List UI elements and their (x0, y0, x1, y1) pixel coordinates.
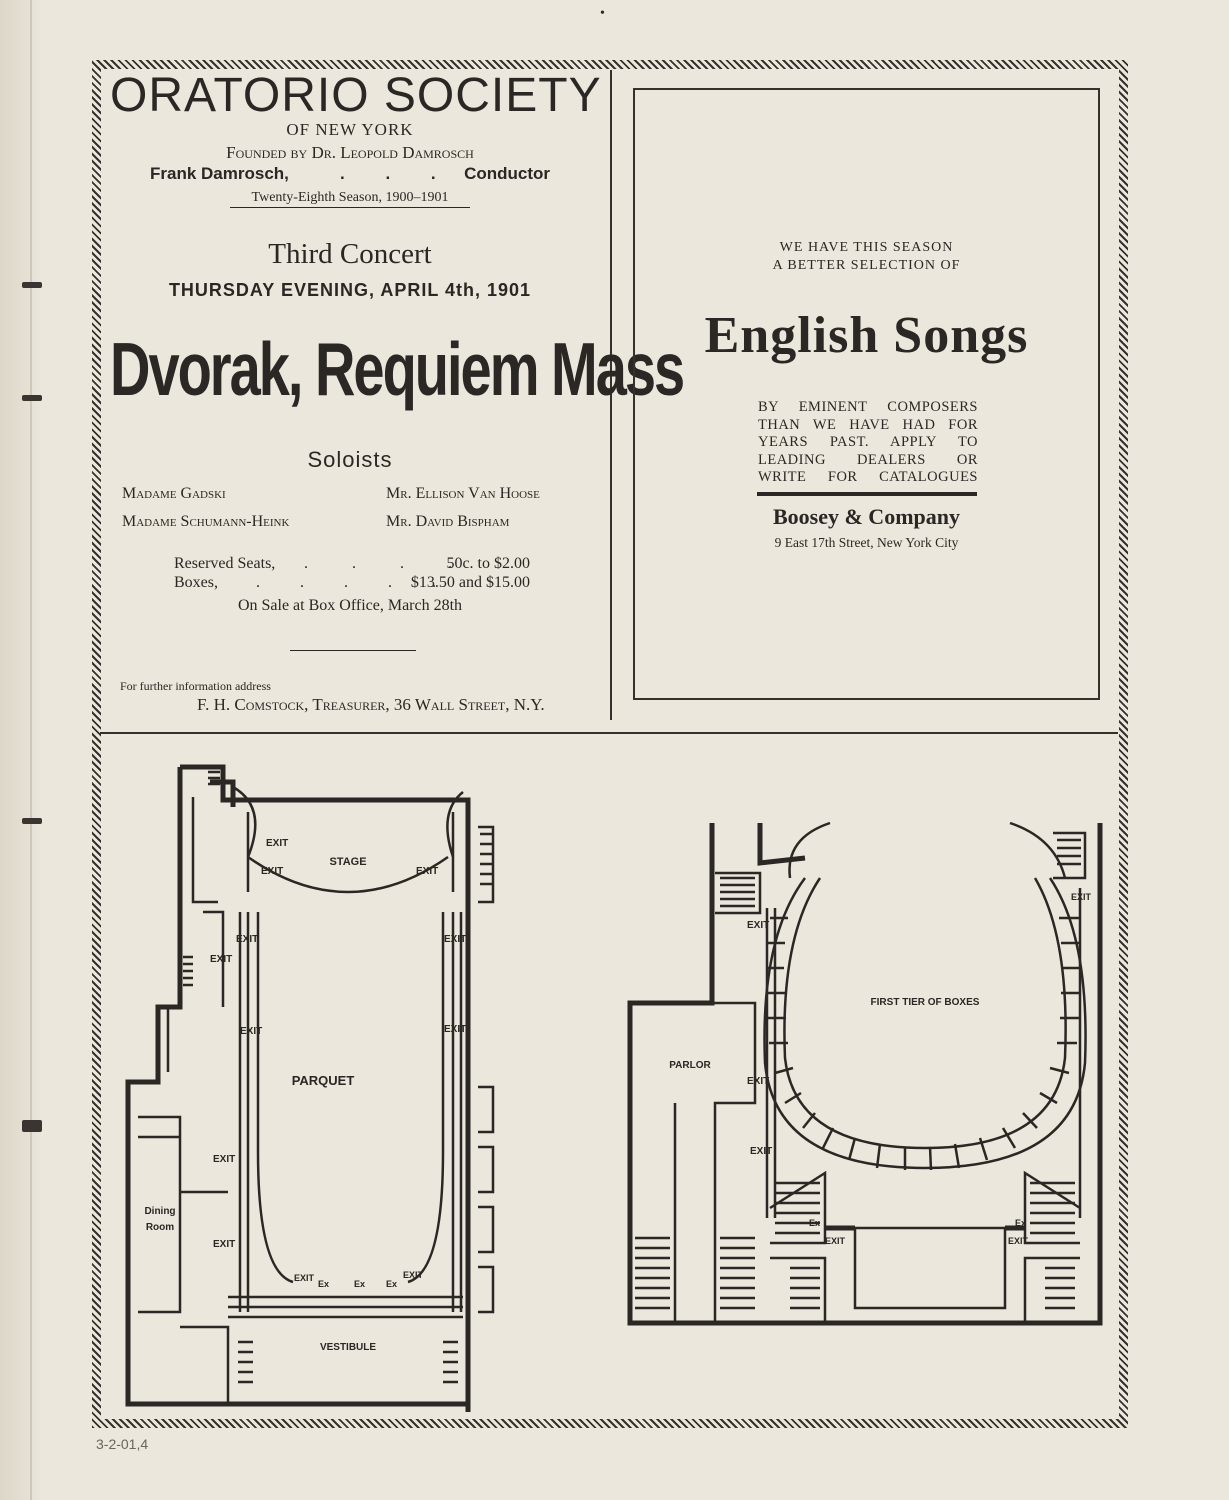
society-title: ORATORIO SOCIETY (110, 69, 602, 122)
exit-label: EXIT (444, 1024, 466, 1035)
seats-price: 50c. to $2.00 (446, 555, 530, 572)
seats-line: Reserved Seats, . . . . 50c. to $2.00 (174, 555, 530, 573)
concert-title: Third Concert (268, 238, 432, 270)
boxes-dots: . . . . . (256, 574, 454, 591)
binding-edge (0, 0, 42, 1500)
parquet-floor-plan: STAGE PARQUET VESTIBULE Dining Room EXIT… (125, 764, 495, 1412)
horizontal-divider (100, 732, 1118, 734)
ad-body-line: WRITE FOR CATALOGUES (758, 469, 978, 485)
exit-label: EXIT (236, 934, 258, 945)
exit-label: EXIT (1008, 1236, 1029, 1246)
conductor-name: Frank Damrosch, (150, 164, 289, 183)
soloists-heading: Soloists (307, 447, 393, 472)
exit-label: EXIT (213, 1239, 235, 1250)
ex-label: Ex (1015, 1218, 1026, 1228)
conductor-line: Frank Damrosch, . . . Conductor (150, 164, 550, 184)
parquet-label: PARQUET (292, 1073, 355, 1088)
conductor-role: Conductor (464, 164, 550, 183)
exit-label: EXIT (240, 1026, 262, 1037)
concert-date: THURSDAY EVENING, APRIL 4th, 1901 (168, 280, 532, 300)
ad-rule (757, 492, 977, 496)
binding-stitch (22, 395, 42, 401)
conductor-dots: . . . (340, 164, 454, 183)
boxes-line: Boxes, . . . . . $13.50 and $15.00 (174, 574, 530, 592)
seats-dots: . . . . (304, 555, 472, 572)
ex-label: Ex (318, 1279, 329, 1289)
ad-address: 9 East 17th Street, New York City (774, 535, 959, 550)
exit-label: EXIT (261, 866, 283, 877)
exit-label: EXIT (444, 934, 466, 945)
page-marker: • (600, 6, 605, 21)
boxes-label: Boxes, (174, 574, 218, 591)
ad-line-1: WE HAVE THIS SEASON (779, 240, 954, 255)
season-line: Twenty-Eighth Season, 1900–1901 (230, 190, 470, 208)
pencil-annotation: 3-2-01,4 (96, 1436, 149, 1452)
binding-fold (30, 0, 32, 1500)
sale-line: On Sale at Box Office, March 28th (237, 597, 463, 614)
binding-stitch (22, 282, 42, 288)
short-rule (290, 650, 416, 651)
soloist-gadski: Madame Gadski (122, 485, 226, 502)
first-tier-floor-plan: FIRST TIER OF BOXES PARLOR EXIT EXIT EXI… (627, 821, 1103, 1326)
soloist-bispham: Mr. David Bispham (386, 513, 510, 530)
dining-label-2: Room (146, 1222, 174, 1233)
soloist-schumann-heink: Madame Schumann-Heink (122, 513, 290, 530)
ex-label: Ex (809, 1218, 820, 1228)
ad-body-line: LEADING DEALERS OR (758, 451, 978, 468)
parlor-label: PARLOR (669, 1060, 711, 1071)
binding-stitch (22, 1120, 42, 1132)
ad-line-2: A BETTER SELECTION OF (772, 258, 961, 273)
exit-label: EXIT (266, 838, 288, 849)
ad-headline: English Songs (704, 307, 1029, 364)
info-address: F. H. Comstock, Treasurer, 36 Wall Stree… (197, 695, 545, 714)
founder-line: Founded by Dr. Leopold Damrosch (226, 143, 474, 162)
advertisement-box (633, 88, 1100, 700)
exit-label: EXIT (213, 1154, 235, 1165)
exit-label: EXIT (210, 954, 232, 965)
ex-label: Ex (386, 1279, 397, 1289)
binding-stitch (22, 818, 42, 824)
society-subtitle: OF NEW YORK (286, 120, 414, 139)
exit-label: EXIT (294, 1273, 315, 1283)
ad-body-line: YEARS PAST. APPLY TO (758, 434, 978, 450)
stage-label: STAGE (329, 856, 366, 868)
exit-label: EXIT (416, 866, 438, 877)
vertical-divider (610, 70, 612, 720)
info-label: For further information address (120, 679, 271, 693)
boxes-price: $13.50 and $15.00 (410, 574, 530, 591)
exit-label: EXIT (747, 1076, 769, 1087)
first-tier-label: FIRST TIER OF BOXES (871, 997, 980, 1008)
ad-body-line: BY EMINENT COMPOSERS (758, 399, 978, 415)
ad-company: Boosey & Company (772, 504, 960, 529)
work-title: Dvorak, Requiem Mass (110, 326, 685, 412)
exit-label: EXIT (750, 1146, 772, 1157)
exit-label: EXIT (1071, 892, 1092, 902)
soloist-van-hoose: Mr. Ellison Van Hoose (386, 485, 540, 502)
ad-body-line: THAN WE HAVE HAD FOR (758, 416, 978, 433)
dining-label-1: Dining (144, 1206, 175, 1217)
exit-label: EXIT (403, 1270, 424, 1280)
ex-label: Ex (354, 1279, 365, 1289)
ad-body: BY EMINENT COMPOSERS THAN WE HAVE HAD FO… (758, 399, 978, 487)
exit-label: EXIT (825, 1236, 846, 1246)
seats-label: Reserved Seats, (174, 555, 276, 572)
vestibule-label: VESTIBULE (320, 1342, 376, 1353)
exit-label: EXIT (747, 920, 769, 931)
